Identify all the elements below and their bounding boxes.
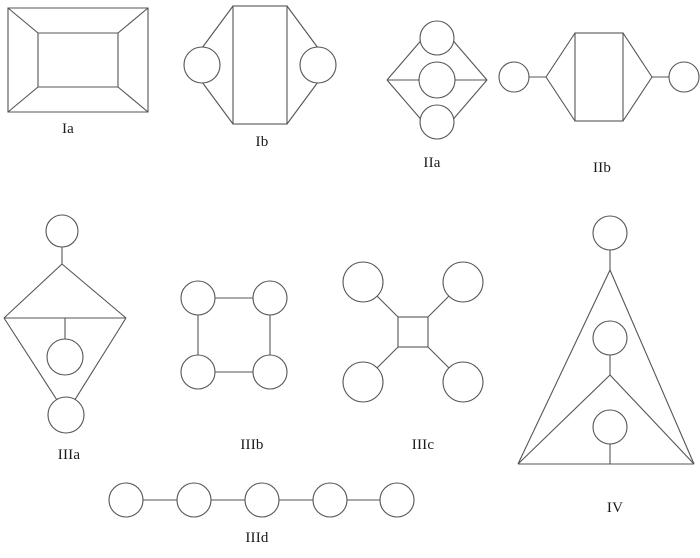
edge-bottomright-to-right-circle (287, 82, 318, 124)
figure-Ib-geometry (183, 5, 337, 125)
node-middle (592, 320, 628, 356)
kite-edge-upper-left (4, 264, 62, 318)
node-top-left (180, 280, 216, 316)
corner-diagonal-top-right (118, 8, 148, 33)
figure-IIb (498, 32, 700, 122)
spoke-top-left (375, 294, 398, 317)
wedge-right-upper (623, 33, 652, 77)
node-5 (379, 482, 415, 518)
node-top-right (252, 280, 288, 316)
wedge-right-lower (623, 77, 652, 121)
figure-label-IIIb: IIIb (240, 437, 264, 453)
figure-IIId (108, 482, 415, 518)
inner-triangle-left (518, 375, 610, 464)
node-top (45, 214, 79, 248)
kite-edge-lower-left (4, 318, 66, 414)
node-4 (312, 482, 348, 518)
wedge-left-lower (546, 77, 575, 121)
node-left (498, 61, 530, 93)
figure-IIId-geometry (108, 482, 415, 518)
wedge-left-upper (546, 33, 575, 77)
figure-label-IIb: IIb (592, 160, 612, 176)
kite-edge-upper-right (62, 264, 126, 318)
figure-label-IIIc: IIIc (411, 437, 435, 453)
edge-topleft-to-left-circle (202, 6, 233, 48)
node-bottom (592, 409, 628, 445)
edge-topright-to-right-circle (287, 6, 318, 48)
center-rectangle (232, 5, 288, 125)
figure-IV-geometry (518, 215, 694, 464)
outer-rectangle (8, 8, 148, 112)
outer-triangle-right (610, 270, 694, 464)
figure-Ia-geometry (8, 8, 148, 112)
node-right (299, 46, 337, 84)
spoke-bottom-left (375, 347, 398, 370)
node-bottom-left (180, 354, 216, 390)
center-rectangle (574, 32, 624, 122)
node-bottom (419, 104, 455, 140)
node-right (668, 61, 700, 93)
corner-diagonal-bottom-right (118, 87, 148, 112)
figure-Ib (183, 5, 337, 125)
node-middle (418, 61, 456, 99)
center-square (397, 316, 429, 348)
figure-IIIc (342, 261, 484, 403)
node-bottom-right (252, 354, 288, 390)
node-bottom-right (442, 361, 484, 403)
node-top-left (342, 261, 384, 303)
node-top-right (442, 261, 484, 303)
node-2 (176, 482, 212, 518)
figure-label-Ib: Ib (255, 134, 269, 150)
figure-IIa (383, 20, 493, 140)
kite-edge-lower-right (66, 318, 126, 414)
figure-label-IIId: IIId (245, 530, 269, 546)
figure-IIb-geometry (498, 32, 700, 122)
inner-triangle-right (610, 375, 694, 464)
figure-Ia (0, 0, 160, 120)
spoke-top-right (428, 294, 451, 317)
figure-label-IIa: IIa (423, 155, 441, 171)
node-1 (108, 482, 144, 518)
node-top (592, 215, 628, 251)
node-bottom (47, 396, 85, 434)
figure-IIIa (0, 214, 135, 434)
figure-label-Ia: Ia (61, 121, 75, 137)
figure-label-IV: IV (606, 500, 624, 516)
node-left (183, 46, 221, 84)
figure-IV (500, 215, 700, 478)
figure-IIa-geometry (387, 20, 487, 140)
figure-IIIc-geometry (342, 261, 484, 403)
corner-diagonal-top-left (8, 8, 38, 33)
figure-IIIa-geometry (4, 214, 126, 434)
figure-IIIb-geometry (180, 280, 288, 390)
node-middle (46, 338, 84, 376)
figure-IIIb (180, 280, 288, 390)
corner-diagonal-bottom-left (8, 87, 38, 112)
node-top (419, 20, 455, 56)
outer-triangle-left (518, 270, 610, 464)
figure-label-IIIa: IIIa (57, 447, 81, 463)
node-bottom-left (342, 361, 384, 403)
edge-bottomleft-to-left-circle (202, 82, 233, 124)
inner-rectangle (38, 33, 118, 87)
node-3 (244, 482, 280, 518)
spoke-bottom-right (428, 347, 451, 370)
